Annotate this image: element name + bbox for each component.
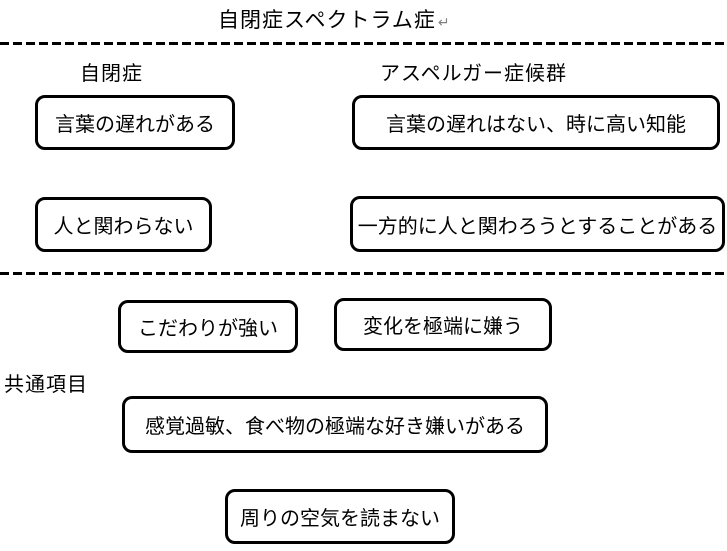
common-box-cannot-read-atmosphere: 周りの空気を読まない xyxy=(225,489,455,544)
asperger-box-no-language-delay: 言葉の遅れはない、時に高い知能 xyxy=(352,95,720,150)
asperger-box-one-sided-social: 一方的に人と関わろうとすることがある xyxy=(350,196,725,252)
autism-box-language-delay: 言葉の遅れがある xyxy=(35,95,235,150)
column-header-asperger: アスペルガー症候群 xyxy=(380,63,567,85)
common-box-strong-obsession: こだわりが強い xyxy=(118,300,298,353)
dashed-divider-middle xyxy=(0,272,727,275)
common-box-sensory-food-pickiness: 感覚過敏、食べ物の極端な好き嫌いがある xyxy=(122,396,548,453)
autism-box-avoids-people: 人と関わらない xyxy=(35,197,212,252)
diagram-title: 自閉症スペクトラム症↵ xyxy=(218,4,450,34)
dashed-divider-top xyxy=(0,42,727,45)
common-items-label: 共通項目 xyxy=(4,374,88,396)
diagram-title-text: 自閉症スペクトラム症 xyxy=(218,9,436,32)
column-header-autism: 自閉症 xyxy=(80,63,143,85)
common-box-hates-change: 変化を極端に嫌う xyxy=(334,298,552,351)
paragraph-return-mark: ↵ xyxy=(437,14,450,30)
